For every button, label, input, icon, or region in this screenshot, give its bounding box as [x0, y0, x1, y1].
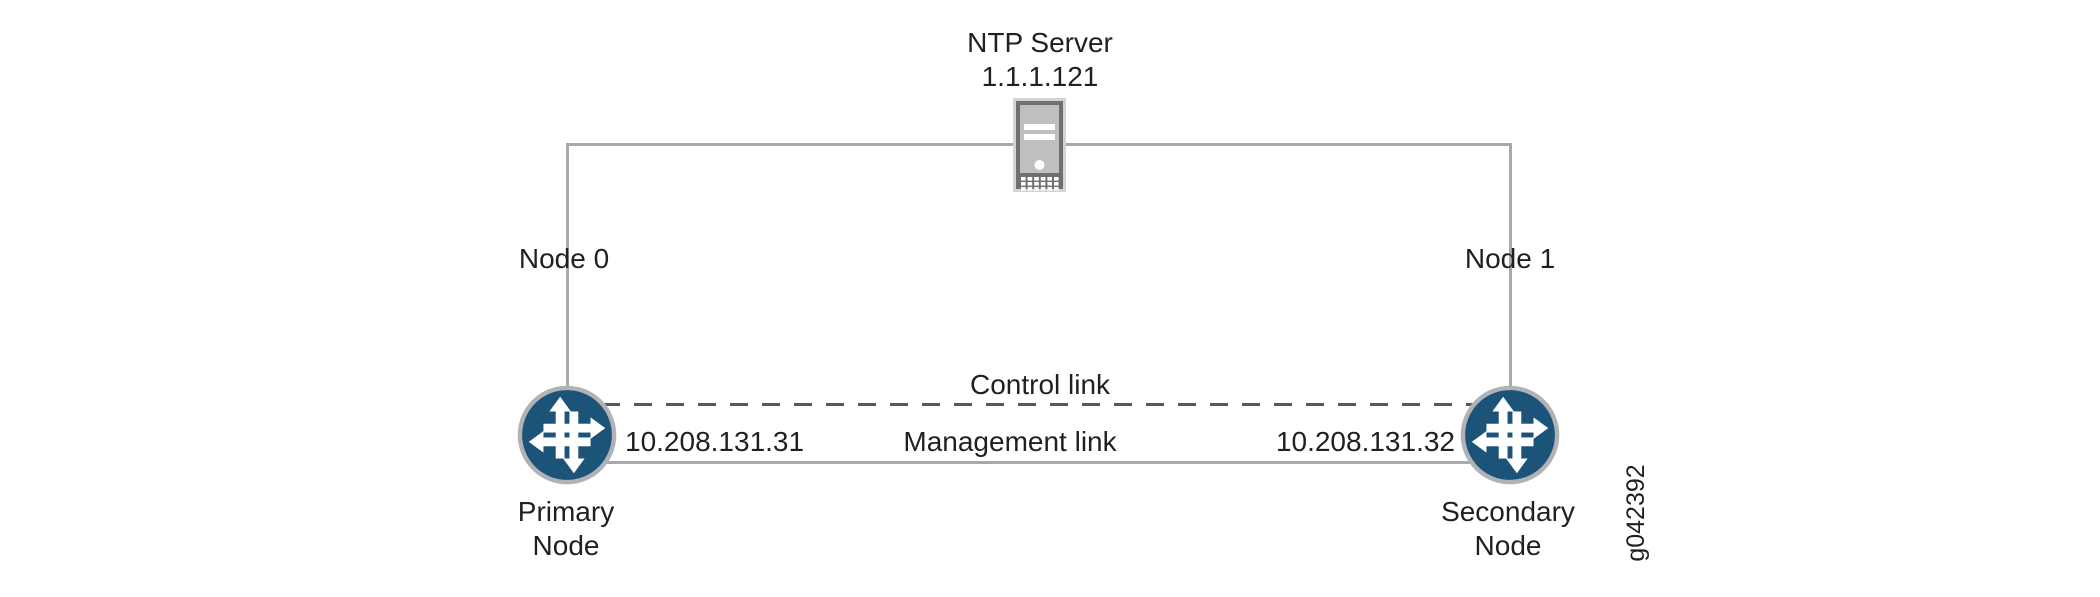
node0-label: Node 0: [518, 243, 610, 274]
node0-uplink-line: [566, 143, 569, 415]
control-link-label: Control link: [969, 369, 1111, 400]
node0-ip-label: 10.208.131.31: [625, 426, 805, 457]
node1-ip-label: 10.208.131.32: [1275, 426, 1455, 457]
node0-role-label: Primary Node: [517, 496, 615, 561]
node1-label: Node 1: [1464, 243, 1556, 274]
management-link-label: Management link: [903, 426, 1117, 457]
ntp-server-ip: 1.1.1.121: [981, 61, 1099, 92]
ntp-server-name: NTP Server: [967, 27, 1113, 58]
control-link-line: [570, 403, 1510, 406]
node1-role-label: Secondary Node: [1441, 496, 1575, 561]
node1-uplink-line: [1509, 143, 1512, 415]
juniper-router-icon-node1: [1460, 385, 1560, 485]
ntp-server-label: NTP Server 1.1.1.121: [967, 26, 1113, 94]
figure-id-label: g042392: [1622, 464, 1650, 562]
management-link-line: [570, 461, 1510, 464]
server-icon: [1013, 98, 1066, 192]
juniper-router-icon-node0: [517, 385, 617, 485]
